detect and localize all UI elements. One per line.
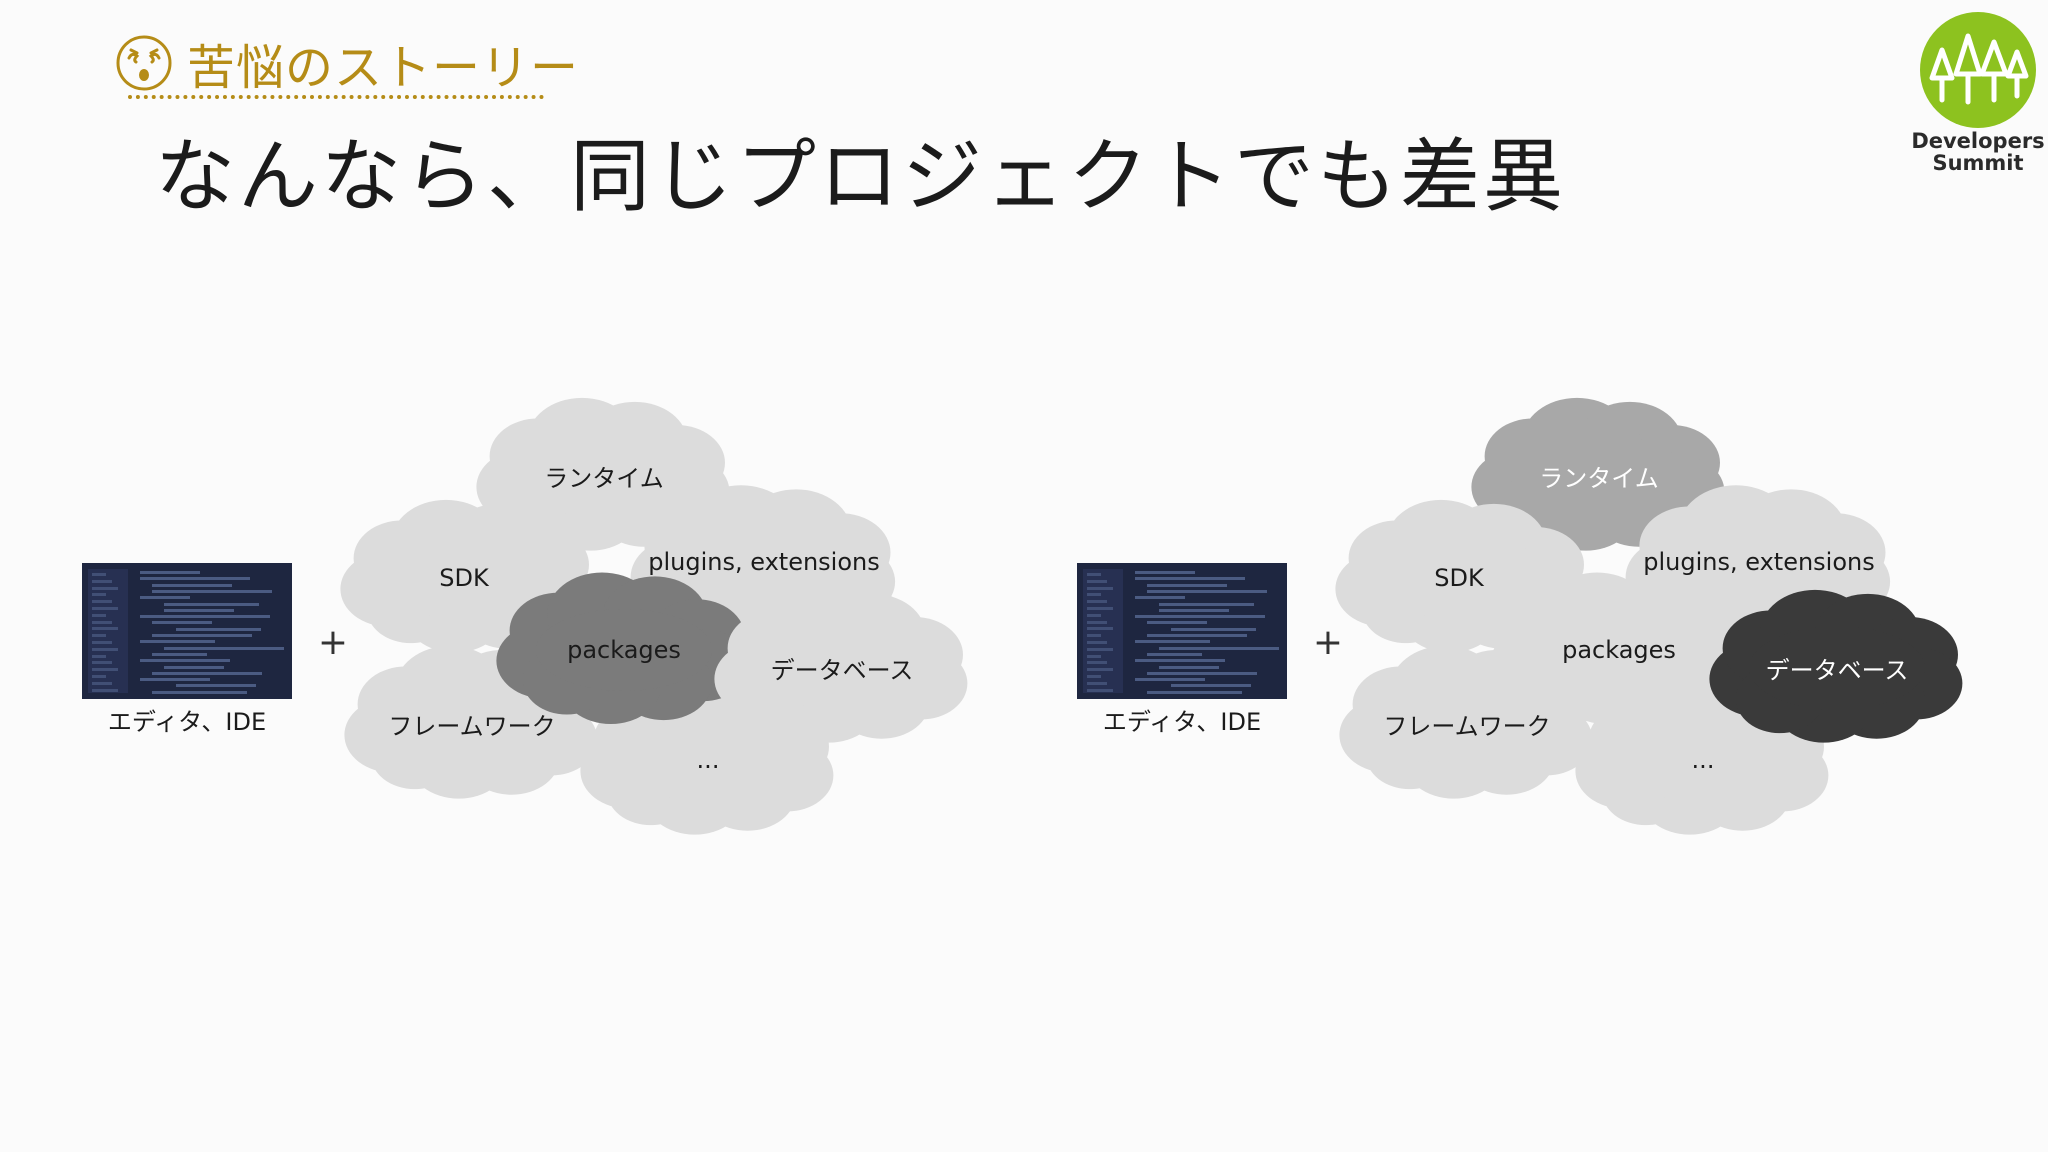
developers-summit-logo: Developers Summit bbox=[1910, 12, 2046, 182]
plus-sign: + bbox=[317, 622, 349, 663]
editor-screenshot bbox=[1077, 563, 1287, 699]
cloud-label-plugins: plugins, extensions bbox=[1643, 548, 1875, 576]
editor-label: エディタ、IDE bbox=[107, 708, 267, 736]
logo-text: Developers Summit bbox=[1910, 130, 2046, 174]
cloud-label-runtime: ランタイム bbox=[1539, 464, 1659, 493]
cloud-plugins bbox=[1625, 485, 1891, 644]
section-underline bbox=[128, 95, 544, 99]
cloud-label-plugins: plugins, extensions bbox=[648, 548, 880, 576]
cloud-label-database: データベース bbox=[770, 656, 914, 685]
cloud-label-sdk: SDK bbox=[1434, 564, 1484, 592]
editor-screenshot bbox=[82, 563, 292, 699]
cloud-more bbox=[1575, 681, 1829, 835]
slide-title: なんなら、同じプロジェクトでも差異 bbox=[155, 130, 1566, 223]
cloud-database bbox=[1709, 589, 1963, 743]
worried-face-icon bbox=[116, 35, 172, 91]
logo-line2: Summit bbox=[1932, 151, 2024, 175]
cloud-label-runtime: ランタイム bbox=[544, 464, 664, 493]
cloud-packages bbox=[496, 572, 750, 725]
cloud-label-more: ... bbox=[1691, 746, 1715, 774]
cloud-label-sdk: SDK bbox=[439, 564, 489, 592]
cloud-framework bbox=[344, 645, 598, 799]
editor-label: エディタ、IDE bbox=[1102, 708, 1262, 736]
cloud-label-packages: packages bbox=[1562, 636, 1676, 664]
cloud-packages bbox=[1491, 572, 1745, 725]
cloud-sdk bbox=[1335, 499, 1589, 653]
section-label: 苦悩のストーリー bbox=[187, 40, 580, 96]
cloud-label-packages: packages bbox=[567, 636, 681, 664]
cloud-label-framework: フレームワーク bbox=[1383, 712, 1551, 741]
plus-sign: + bbox=[1312, 622, 1344, 663]
cloud-database bbox=[714, 589, 968, 743]
cloud-label-more: ... bbox=[696, 746, 720, 774]
cloud-runtime bbox=[476, 397, 730, 551]
logo-trees-icon bbox=[1920, 12, 2036, 128]
section-header: 苦悩のストーリー bbox=[115, 28, 579, 98]
cloud-label-database: データベース bbox=[1765, 656, 1909, 685]
logo-line1: Developers bbox=[1911, 129, 2045, 153]
cloud-label-framework: フレームワーク bbox=[388, 712, 556, 741]
